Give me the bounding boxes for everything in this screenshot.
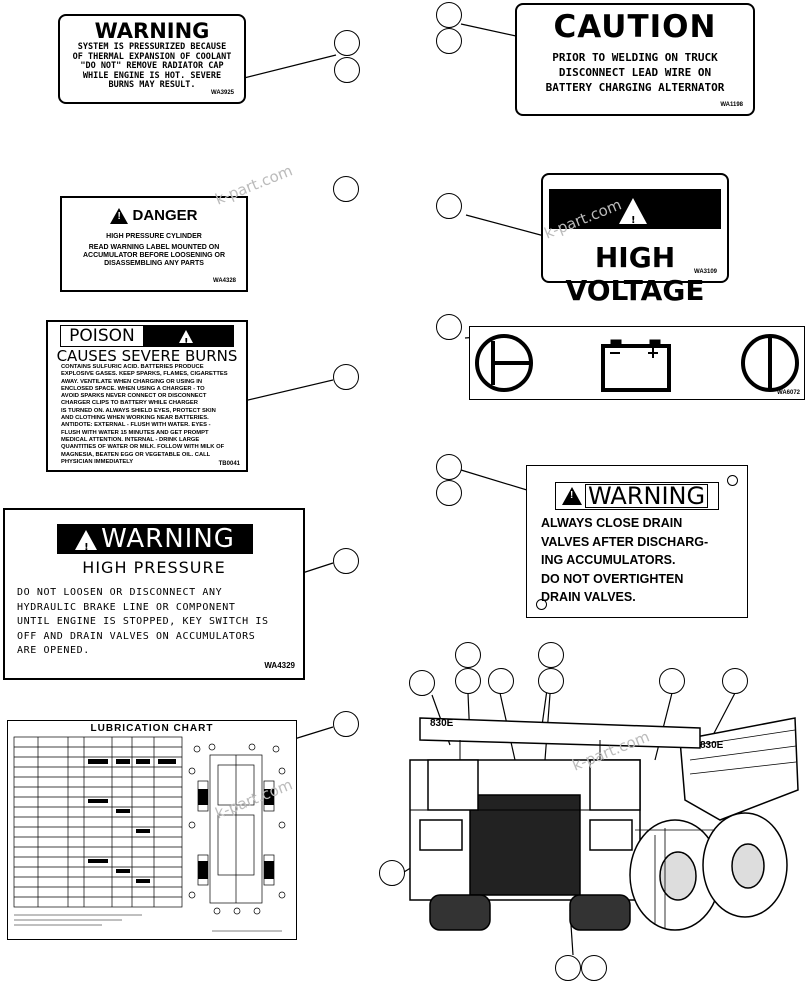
decal-subtitle: CAUSES SEVERE BURNS <box>56 347 238 365</box>
warning-triangle-icon <box>619 198 647 241</box>
callout-circle[interactable] <box>333 548 359 574</box>
callout-circle[interactable] <box>334 30 360 56</box>
lubrication-chart-graphic <box>13 736 286 932</box>
callout-circle[interactable] <box>409 670 435 696</box>
decal-warning-pressure: WARNING HIGH PRESSURE DO NOT LOOSEN OR D… <box>3 508 305 680</box>
callout-circle[interactable] <box>722 668 748 694</box>
callout-circle[interactable] <box>659 668 685 694</box>
decal-code: WA1198 <box>720 102 743 108</box>
decal-title: WARNING <box>94 19 210 43</box>
callout-circle[interactable] <box>538 668 564 694</box>
callout-circle[interactable] <box>436 314 462 340</box>
callout-circle[interactable] <box>334 57 360 83</box>
decal-title-row: WARNING <box>57 524 253 563</box>
callout-circle[interactable] <box>555 955 581 981</box>
callout-circle[interactable] <box>538 642 564 668</box>
callout-circle[interactable] <box>379 860 405 886</box>
callout-circle[interactable] <box>581 955 607 981</box>
decal-code: WA6072 <box>776 390 800 396</box>
decal-code: WA4328 <box>212 278 236 284</box>
decal-warning-drain: WARNING ALWAYS CLOSE DRAIN VALVES AFTER … <box>526 465 748 618</box>
decal-subtitle: HIGH VOLTAGE <box>565 241 705 307</box>
decal-title: LUBRICATION CHART <box>90 723 214 734</box>
mounting-hole <box>536 599 547 610</box>
truck-model-label: 830E <box>700 740 724 751</box>
decal-text: READ WARNING LABEL MOUNTED ON ACCUMULATO… <box>82 244 226 268</box>
decal-warning-radiator: WARNING SYSTEM IS PRESSURIZED BECAUSE OF… <box>58 14 246 104</box>
callout-circle[interactable] <box>455 642 481 668</box>
decal-text: SYSTEM IS PRESSURIZED BECAUSE OF THERMAL… <box>72 42 232 90</box>
callout-circle[interactable] <box>436 480 462 506</box>
decal-code: TB0041 <box>218 461 240 467</box>
decal-text: ALWAYS CLOSE DRAIN VALVES AFTER DISCHARG… <box>541 516 709 604</box>
truck-model-label: 830E <box>430 718 454 729</box>
decal-poison-danger: POISON DANGER CAUSES SEVERE BURNS CONTAI… <box>46 320 248 472</box>
callout-circle[interactable] <box>455 668 481 694</box>
haul-truck-drawing <box>409 717 799 931</box>
decal-title: CAUTION <box>553 9 717 45</box>
callout-circle[interactable] <box>436 193 462 219</box>
decal-danger-cylinder: DANGER HIGH PRESSURE CYLINDER READ WARNI… <box>60 196 248 292</box>
callout-circle[interactable] <box>488 668 514 694</box>
callout-circle[interactable] <box>333 711 359 737</box>
callout-circle[interactable] <box>436 2 462 28</box>
decal-code: WA4329 <box>264 661 295 670</box>
decal-title-row: POISON DANGER <box>60 325 234 366</box>
decal-text: PRIOR TO WELDING ON TRUCK DISCONNECT LEA… <box>545 51 725 94</box>
callout-circle[interactable] <box>333 176 359 202</box>
decal-lubrication-chart: LUBRICATION CHART <box>7 720 297 940</box>
decal-battery-terminals: WA6072 <box>469 326 805 400</box>
callout-circle[interactable] <box>333 364 359 390</box>
warning-triangle-icon <box>178 329 193 353</box>
decal-title-row: DANGER <box>62 207 246 225</box>
warning-triangle-icon <box>562 487 582 505</box>
decal-title-row: WARNING <box>555 482 719 510</box>
warning-triangle-icon <box>110 208 129 225</box>
decal-danger-voltage: DANGER HIGH VOLTAGE WA3109 <box>541 173 729 307</box>
callout-circle[interactable] <box>436 454 462 480</box>
battery-terminal-icons <box>475 334 799 392</box>
decal-subtitle: HIGH PRESSURE CYLINDER <box>106 233 202 241</box>
decal-subtitle: HIGH PRESSURE <box>82 558 226 577</box>
haul-truck-illustration: 830E 830E <box>400 700 800 940</box>
mounting-hole <box>727 475 738 486</box>
decal-title-row: DANGER <box>549 189 721 268</box>
callout-circle[interactable] <box>436 28 462 54</box>
decal-text: CONTAINS SULFURIC ACID. BATTERIES PRODUC… <box>61 364 228 465</box>
decal-code: WA3109 <box>693 269 717 275</box>
decal-code: WA3925 <box>210 90 234 96</box>
decal-text: DO NOT LOOSEN OR DISCONNECT ANY HYDRAULI… <box>17 587 269 656</box>
warning-triangle-icon <box>75 529 98 563</box>
decal-caution-welding: CAUTION PRIOR TO WELDING ON TRUCK DISCON… <box>515 3 755 116</box>
